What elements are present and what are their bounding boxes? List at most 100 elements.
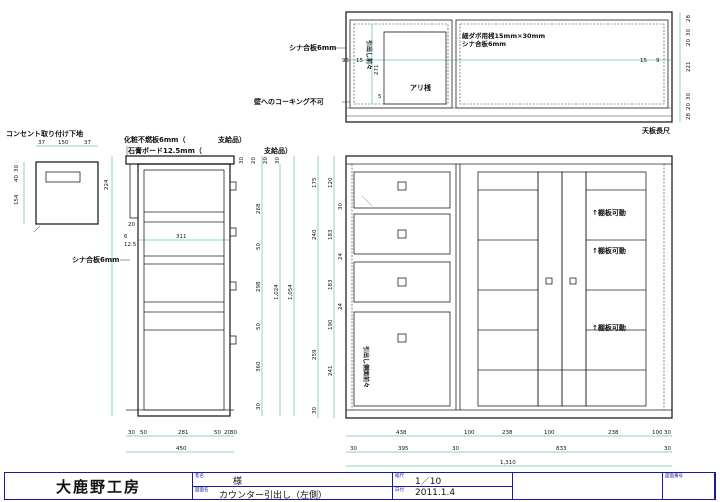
svg-text:240: 240 [312, 229, 318, 240]
svg-text:20: 20 [686, 103, 692, 110]
svg-text:28: 28 [686, 113, 692, 120]
svg-text:833: 833 [556, 446, 567, 452]
svg-text:30: 30 [312, 407, 318, 414]
svg-text:281: 281 [178, 430, 189, 436]
scale-value: 1／10 [415, 477, 442, 487]
svg-text:20: 20 [128, 222, 135, 228]
drawing-number-caption: 図面番号 [665, 474, 683, 479]
svg-text:30: 30 [664, 446, 671, 452]
supplied2-label: 支給品） [263, 146, 292, 155]
blank-column [513, 473, 663, 499]
svg-text:183: 183 [328, 229, 334, 240]
svg-text:30: 30 [275, 157, 281, 164]
plan-view: 95 15 15 9 271 5 引出し前々 [342, 11, 673, 123]
ari-label: アリ桟 [410, 83, 431, 92]
svg-text:30: 30 [350, 446, 357, 452]
svg-text:268: 268 [256, 203, 262, 214]
svg-text:1,024: 1,024 [274, 284, 280, 300]
svg-text:175: 175 [312, 177, 318, 188]
svg-text:50: 50 [214, 430, 221, 436]
scale-column: 縮尺 1／10 日付 2011.1.4 [393, 473, 513, 499]
shelf1-label: ↑棚板可動 [592, 208, 626, 217]
svg-text:30: 30 [256, 403, 262, 410]
shina-left-label: シナ合板6mm [72, 255, 119, 264]
svg-text:311: 311 [176, 234, 187, 240]
svg-text:238: 238 [502, 430, 513, 436]
svg-text:1,054: 1,054 [288, 284, 294, 300]
drawing-number-column: 図面番号 [663, 473, 715, 499]
svg-text:298: 298 [256, 281, 262, 292]
dim-plan-5: 5 [378, 94, 382, 100]
client-value: 様 [233, 477, 243, 487]
technical-drawing: 95 15 15 9 271 5 引出し前々 シナ合板6mm 細ダボ用桟15mm… [6, 11, 692, 467]
client-caption: 客名 [195, 474, 204, 479]
drawer-top-label: 引出し前々 [365, 40, 373, 70]
outlet-label: コンセント取り付け下地 [6, 129, 83, 138]
caulk-label: 壁へのコーキング不可 [254, 97, 324, 106]
svg-text:360: 360 [256, 361, 262, 372]
svg-text:20: 20 [251, 157, 257, 164]
svg-text:100: 100 [544, 430, 555, 436]
svg-text:224: 224 [104, 179, 110, 190]
svg-text:15: 15 [640, 58, 647, 64]
side-section: 化粧不燃板6mm（ 支給品） 石膏ボード12.5mm（ 支給品） 311 224… [72, 135, 295, 453]
svg-text:9: 9 [656, 58, 660, 64]
svg-text:15: 15 [356, 58, 363, 64]
drawing-name: カウンター引出し（左側） [219, 491, 328, 501]
svg-text:37: 37 [84, 140, 91, 146]
svg-text:30: 30 [686, 93, 692, 100]
fireproof-label: 化粧不燃板6mm（ [124, 135, 185, 144]
svg-text:30: 30 [128, 430, 135, 436]
svg-text:95: 95 [342, 58, 349, 64]
svg-text:30: 30 [338, 203, 344, 210]
svg-text:221: 221 [686, 62, 692, 73]
svg-text:50: 50 [256, 323, 262, 330]
svg-text:30: 30 [14, 165, 20, 172]
svg-text:150: 150 [58, 140, 69, 146]
company-name: 大鹿野工房 [5, 473, 193, 499]
svg-text:100: 100 [652, 430, 663, 436]
svg-text:183: 183 [328, 279, 334, 290]
svg-text:259: 259 [312, 349, 318, 360]
svg-text:20: 20 [263, 157, 269, 164]
shina-top2-label: シナ合板6mm [462, 39, 506, 48]
svg-text:120: 120 [328, 177, 334, 188]
client-column: 客名 様 図面名 カウンター引出し（左側） [193, 473, 393, 501]
shelf3-label: ↑棚板可動 [592, 323, 626, 332]
drawing-caption: 図面名 [195, 488, 209, 493]
svg-text:50: 50 [140, 430, 147, 436]
svg-text:241: 241 [328, 366, 334, 377]
shina-top-label: シナ合板6mm [289, 43, 336, 52]
supplied1-label: 支給品） [217, 135, 246, 144]
scale-caption: 縮尺 [395, 474, 404, 479]
svg-text:30: 30 [452, 446, 459, 452]
front-elevation: 引出し側面前々 ↑棚板可動 ↑棚板可動 ↑棚板可動 175 120 30 240… [312, 155, 673, 467]
svg-text:30: 30 [686, 29, 692, 36]
outlet-detail: コンセント取り付け下地 37 150 37 30 40 154 [6, 129, 99, 233]
drawer-bottom-label: 引出し側面前々 [362, 346, 370, 388]
svg-text:37: 37 [38, 140, 45, 146]
svg-text:24: 24 [338, 253, 344, 260]
date-caption: 日付 [395, 488, 404, 493]
svg-text:30: 30 [664, 430, 671, 436]
gypsum-label: 石膏ボード12.5mm（ [127, 146, 202, 155]
svg-text:1,310: 1,310 [500, 460, 516, 466]
svg-text:20: 20 [686, 39, 692, 46]
svg-text:190: 190 [328, 319, 334, 330]
svg-text:30: 30 [230, 430, 237, 436]
svg-text:450: 450 [176, 446, 187, 452]
svg-text:24: 24 [338, 303, 344, 310]
dim-plan-271: 271 [374, 65, 380, 76]
svg-text:100: 100 [464, 430, 475, 436]
svg-text:50: 50 [256, 243, 262, 250]
title-block: 大鹿野工房 客名 様 図面名 カウンター引出し（左側） 縮尺 1／10 日付 2… [4, 472, 716, 501]
dowel-label: 細ダボ用桟15mm×30mm [462, 31, 545, 40]
svg-text:28: 28 [686, 15, 692, 22]
svg-text:438: 438 [396, 430, 407, 436]
date-value: 2011.1.4 [415, 488, 456, 498]
svg-text:238: 238 [608, 430, 619, 436]
svg-text:30: 30 [239, 157, 245, 164]
svg-text:20: 20 [224, 430, 231, 436]
plan-right-dims: 28 30 20 221 30 20 28 [679, 12, 692, 122]
svg-text:12.5: 12.5 [124, 242, 137, 248]
